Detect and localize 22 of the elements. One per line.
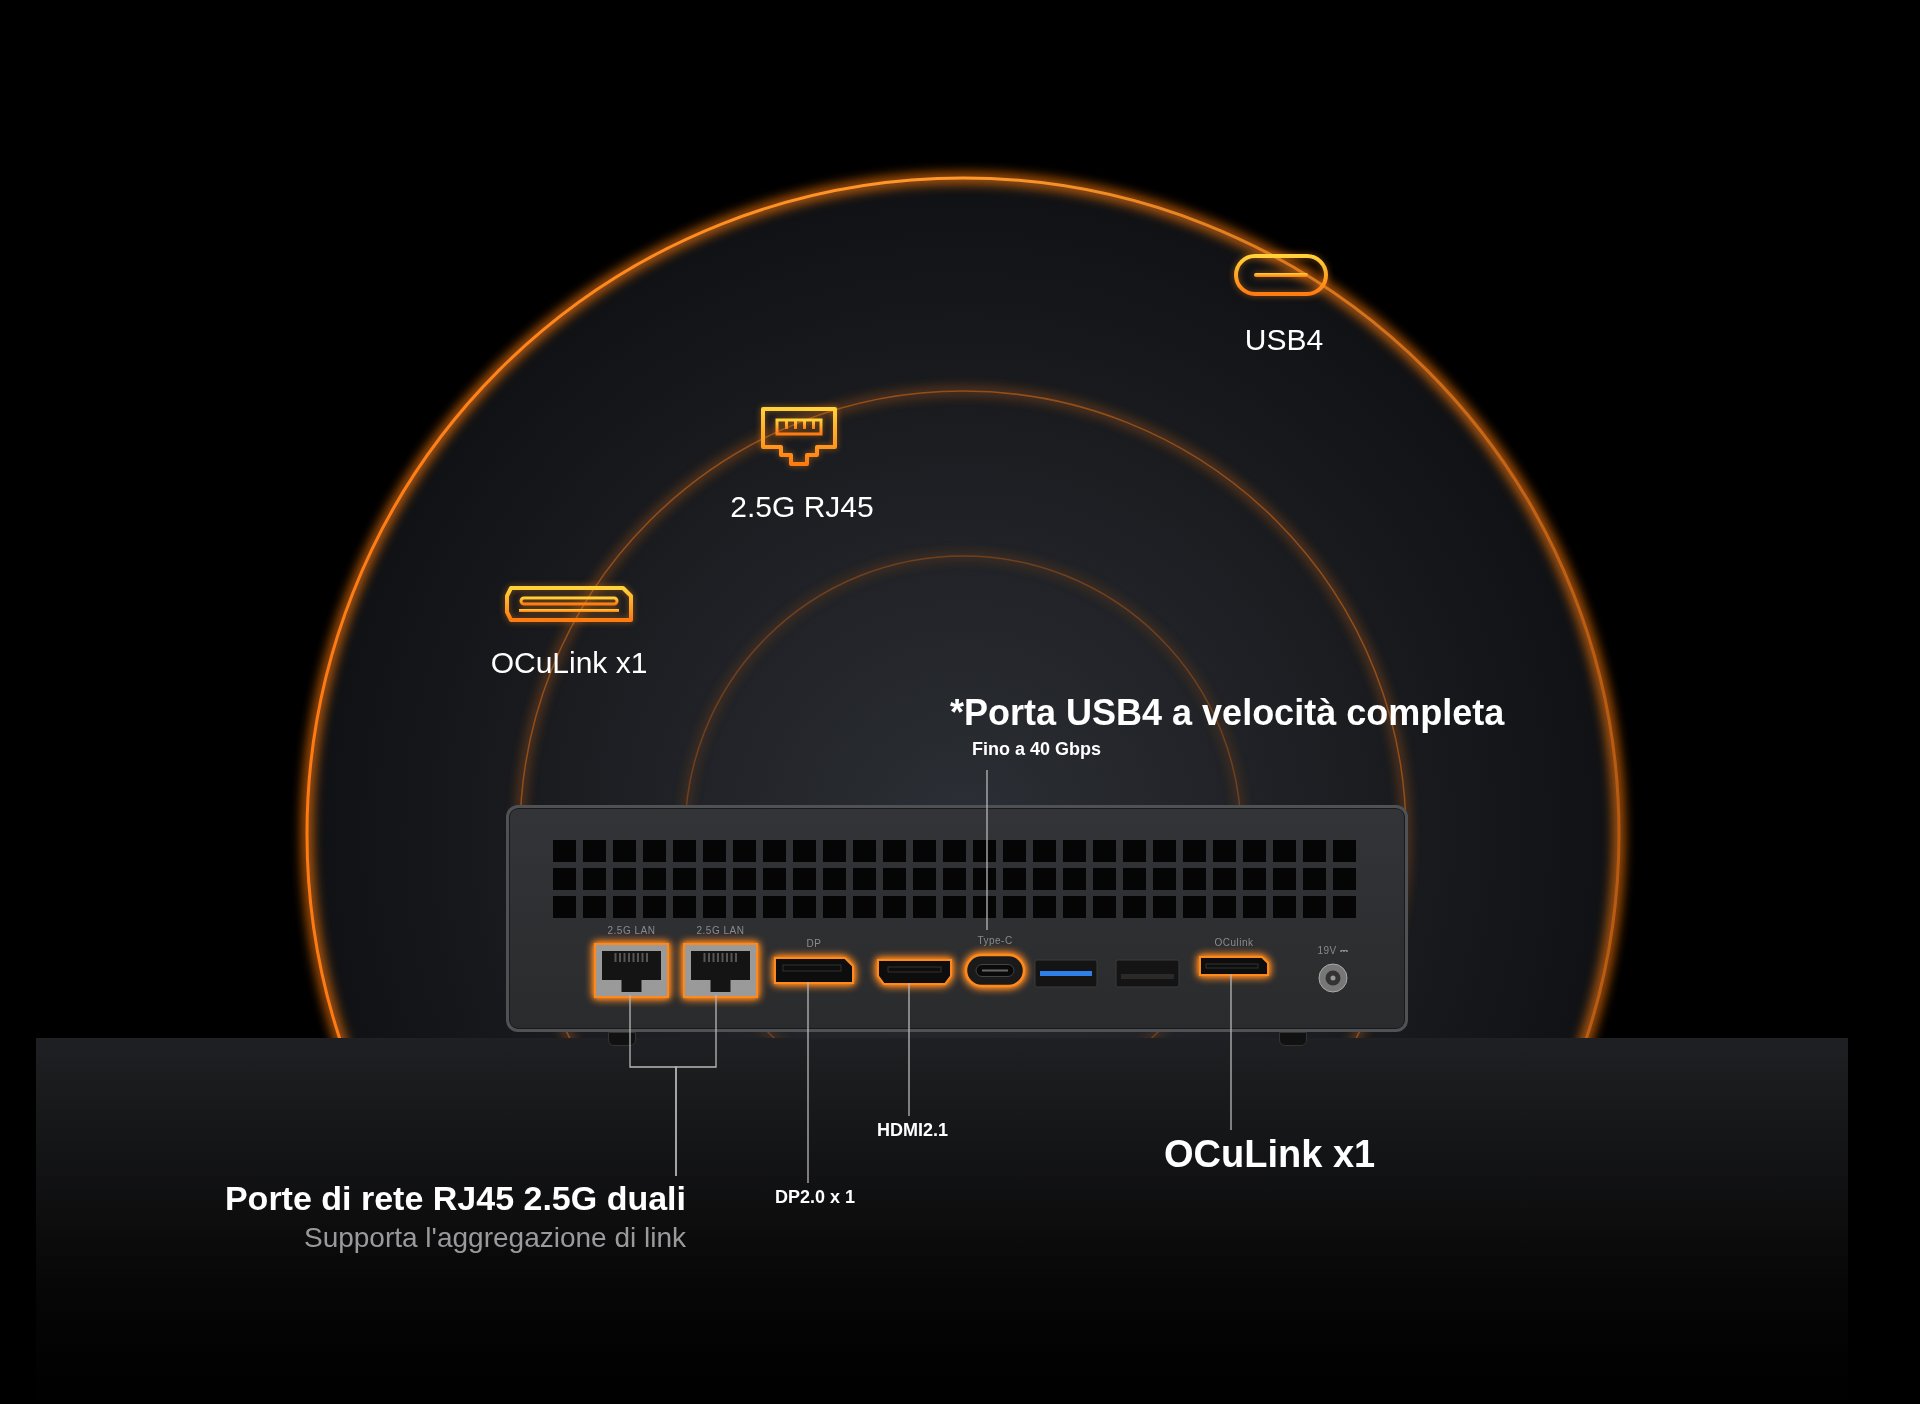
port-label: Type-C: [977, 934, 1013, 948]
callout-title: OCuLink x1: [1164, 1132, 1376, 1177]
callout-subtitle: Supporta l'aggregazione di link: [303, 1221, 686, 1255]
port-label: OCulink: [1214, 936, 1254, 950]
port-label: 2.5G LAN: [607, 924, 656, 938]
callout-subtitle: Fino a 40 Gbps: [971, 738, 1102, 761]
port-type-label: OCuLink x1: [490, 646, 648, 680]
port-label: 19V ⎓: [1317, 944, 1349, 958]
leader-line: [986, 769, 988, 931]
port-label: 2.5G LAN: [696, 924, 745, 938]
mini-pc-rear-panel: [506, 805, 1408, 1032]
callout-title: *Porta USB4 a velocità completa: [950, 691, 1505, 735]
callout-title: HDMI2.1: [877, 1119, 948, 1142]
port-type-label: USB4: [1244, 323, 1324, 357]
port-type-label: 2.5G RJ45: [730, 490, 874, 524]
leader-line: [908, 982, 910, 1117]
callout-title: DP2.0 x 1: [775, 1186, 856, 1209]
port-label: DP: [806, 937, 822, 951]
leader-line: [675, 994, 717, 1177]
leader-line: [1230, 973, 1232, 1131]
leader-line: [807, 981, 809, 1184]
callout-title: Porte di rete RJ45 2.5G duali: [224, 1178, 686, 1219]
